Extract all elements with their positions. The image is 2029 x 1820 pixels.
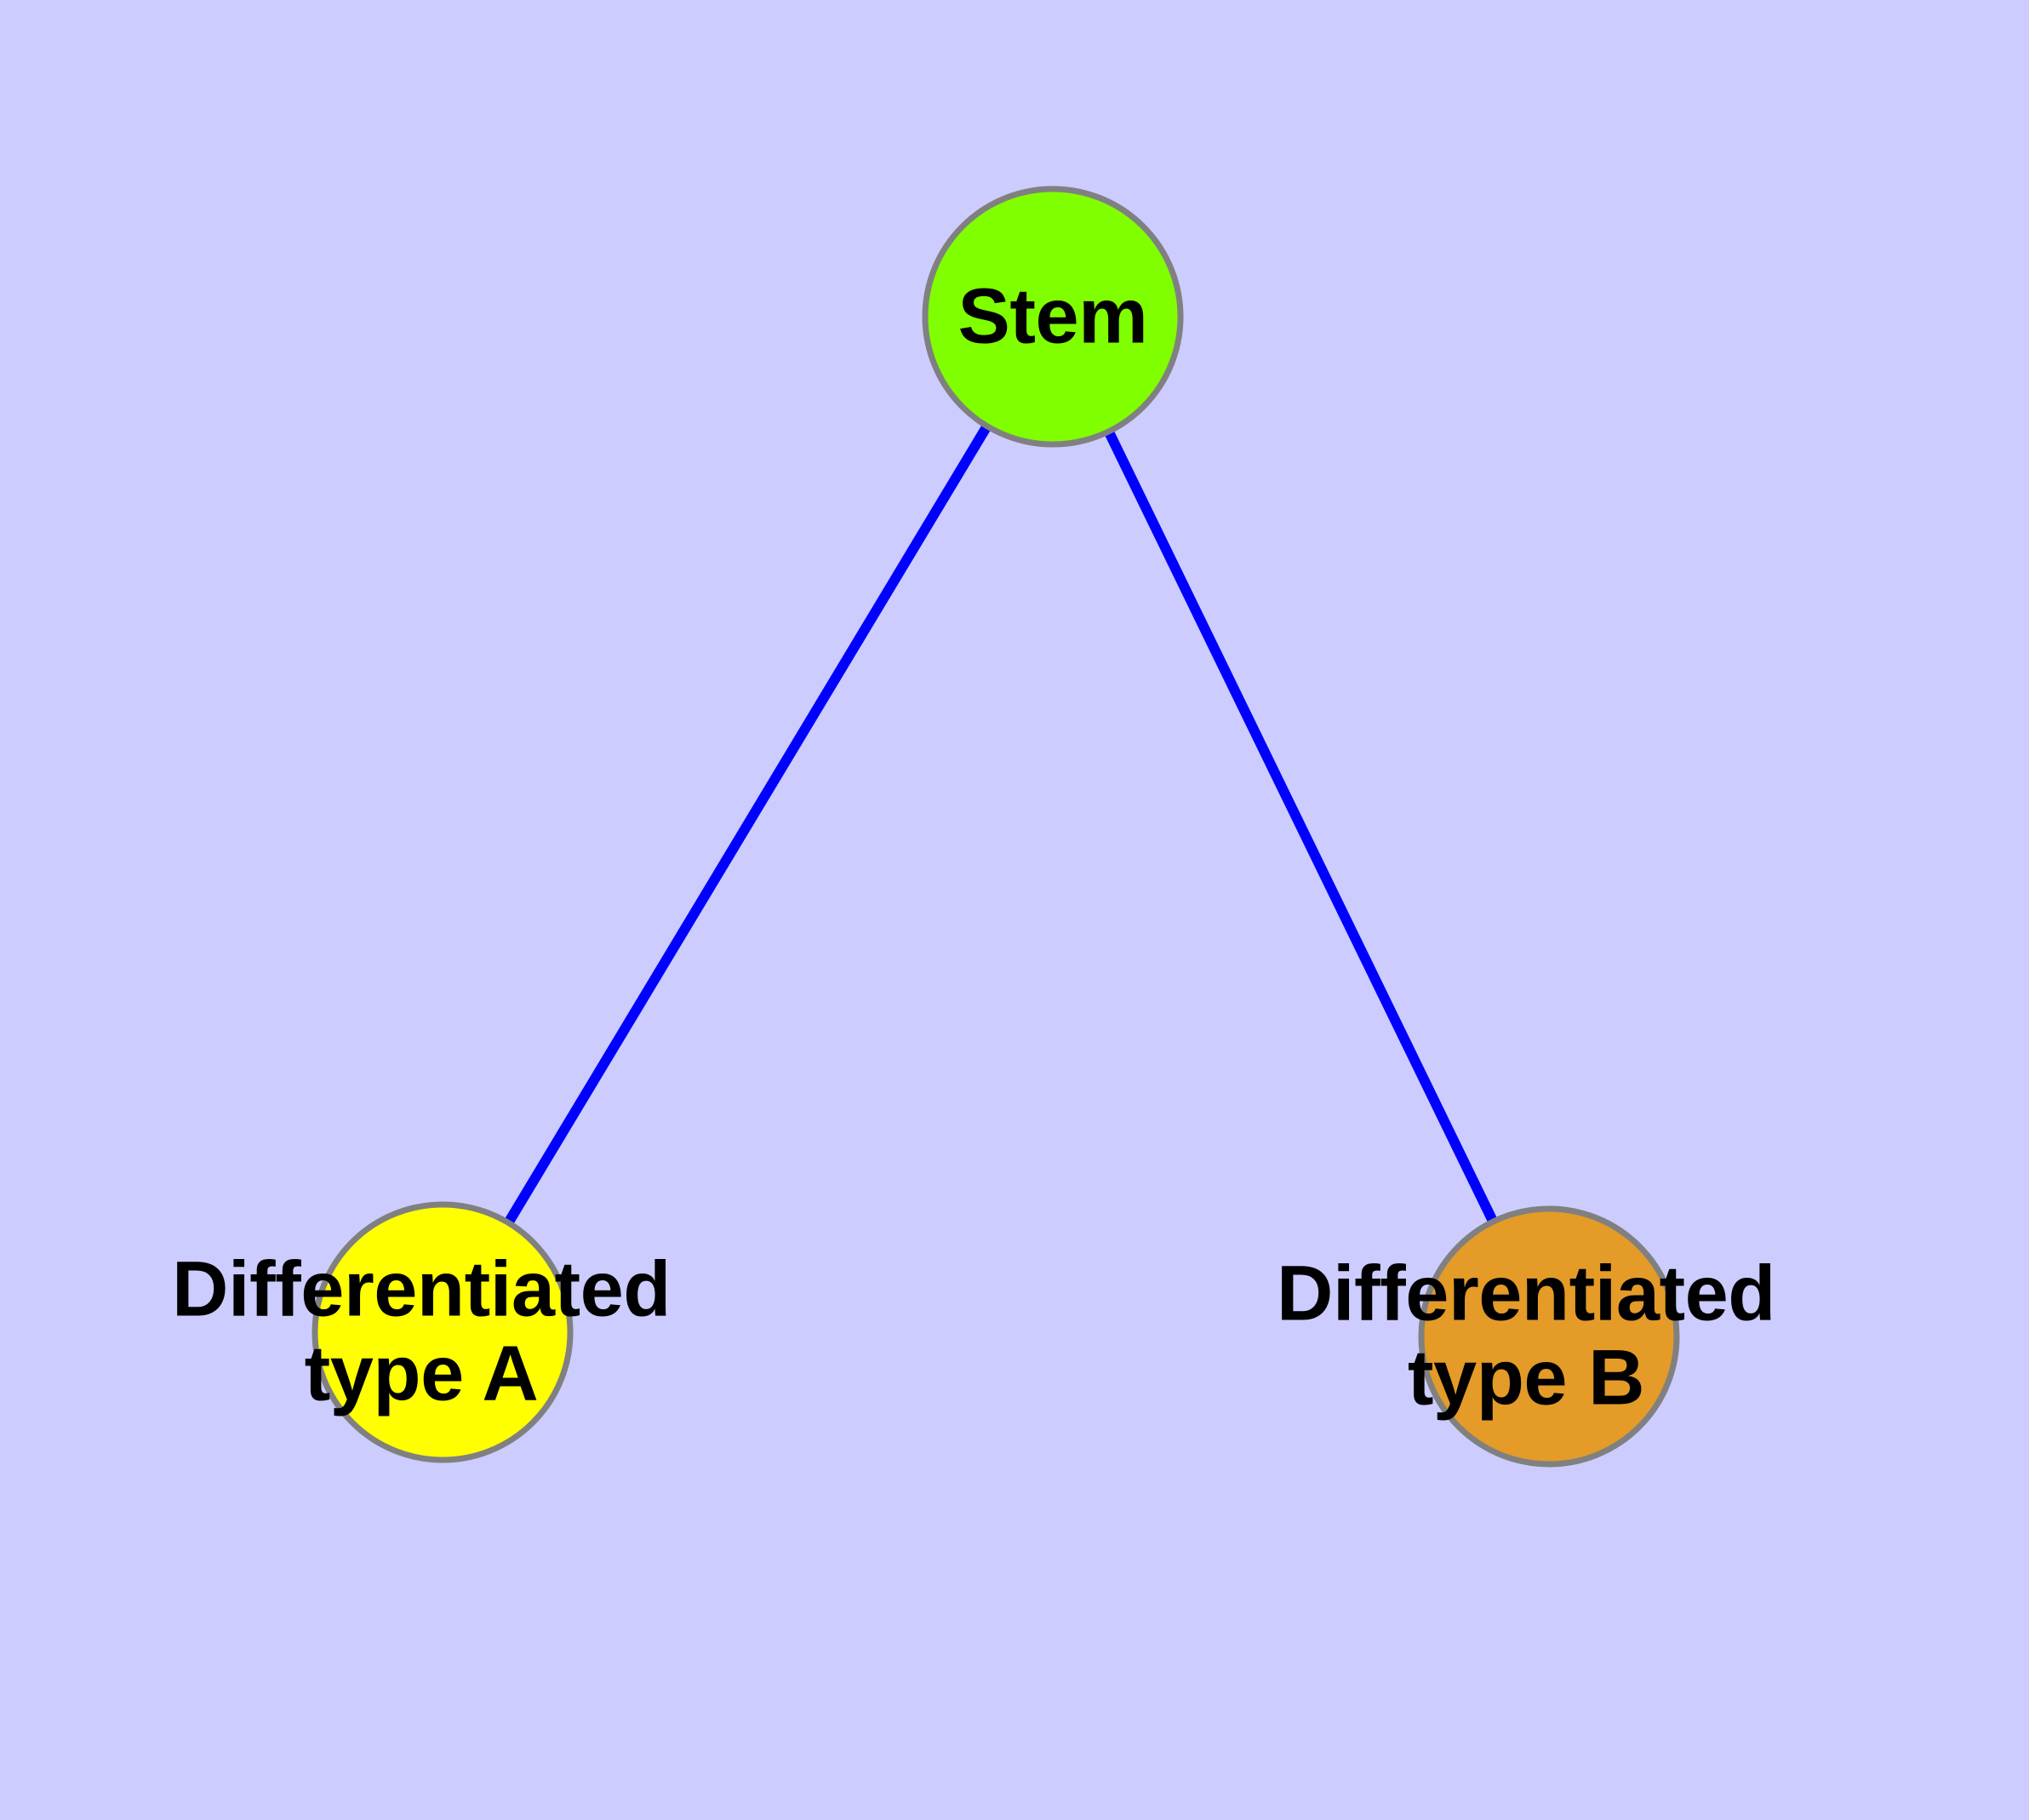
graph-node-stem[interactable]	[922, 186, 1184, 448]
graph-node-diff_b[interactable]	[1418, 1205, 1680, 1468]
nodes-group	[311, 186, 1680, 1468]
graph-edge-stem-diff_b	[1048, 314, 1554, 1339]
edges-group	[437, 313, 1554, 1339]
graph-edge-stem-diff_a	[437, 313, 1058, 1336]
graph-node-diff_a[interactable]	[311, 1201, 574, 1463]
